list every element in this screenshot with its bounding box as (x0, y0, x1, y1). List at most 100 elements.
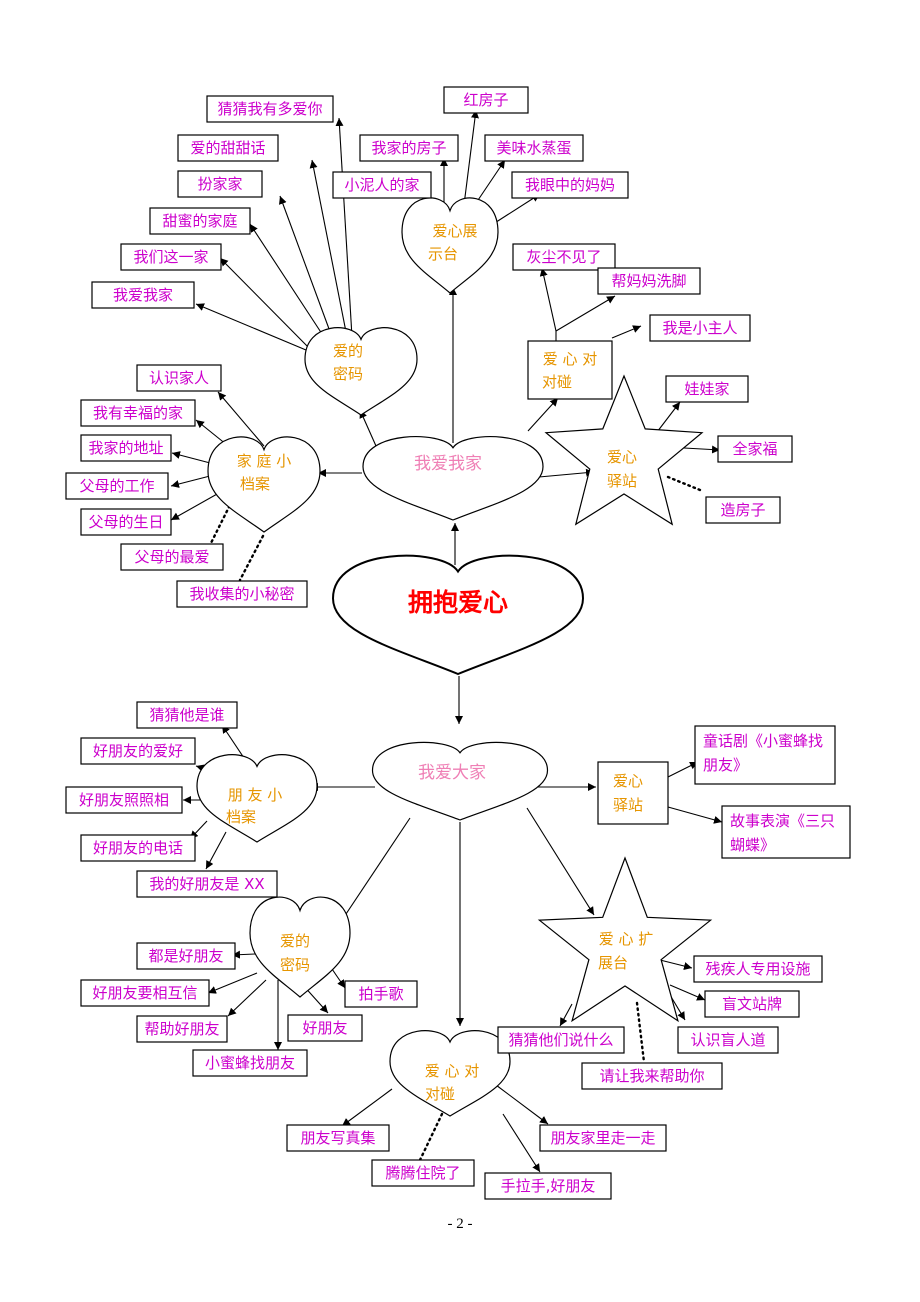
home-heart (362, 435, 544, 521)
box-home-dangan-4: 父母的工作 (65, 472, 169, 500)
edge-e-kuozhan-4 (559, 1003, 573, 1027)
box-home-mima-5: 我们这一家 (120, 243, 222, 271)
home-duipeng-label-1: 爱 心 对 (543, 350, 598, 368)
box-home-zhanshi-3-text: 美味水蒸蛋 (496, 139, 571, 157)
box-e-kuozhan-5-text: 请让我来帮助你 (599, 1067, 704, 1085)
box-e-duipeng-4: 手拉手,好朋友 (484, 1172, 612, 1200)
box-e-yizhan-1-text: 童话剧《小蜜蜂找 (703, 732, 823, 750)
box-home-dangan-6-text: 父母的最爱 (134, 548, 209, 566)
edge-mima-5 (219, 257, 313, 352)
edge-mima-3 (279, 195, 333, 338)
home-duipeng-box (527, 340, 613, 400)
box-e-kuozhan-2-text: 盲文站牌 (722, 995, 782, 1013)
box-e-duipeng-3: 腾腾住院了 (371, 1159, 475, 1187)
box-home-yizhan-2: 全家福 (717, 435, 793, 463)
box-e-kuozhan-4-text: 猜猜他们说什么 (508, 1031, 613, 1049)
everyone-dangan-heart (196, 754, 318, 843)
box-home-duipeng-3: 我是小主人 (649, 314, 751, 342)
box-e-yizhan-1-text: 朋友》 (703, 756, 748, 774)
everyone-heart (371, 741, 549, 821)
home-zhanshi-label-2: 示台 (428, 245, 458, 263)
box-e-mima-6: 拍手歌 (344, 980, 418, 1008)
box-home-zhanshi-2: 我家的房子 (359, 134, 459, 162)
edge-zhanshi-5 (489, 193, 541, 227)
edge-home-mima (359, 409, 377, 447)
box-home-duipeng-2: 帮妈妈洗脚 (597, 267, 701, 295)
box-e-dangan-2-text: 好朋友的爱好 (93, 742, 183, 760)
edge-e-duipeng-4 (502, 1113, 541, 1173)
box-e-kuozhan-3-text: 认识盲人道 (690, 1031, 765, 1049)
box-home-duipeng-1: 灰尘不见了 (512, 243, 616, 271)
home-mima-label-2: 密码 (333, 365, 363, 383)
edge-mima-1 (335, 117, 353, 338)
box-e-mima-2-text: 好朋友要相互信 (92, 984, 197, 1002)
box-e-kuozhan-1-text: 残疾人专用设施 (705, 960, 810, 978)
edge-e-kuozhan-1 (659, 959, 693, 970)
box-home-duipeng-2-text: 帮妈妈洗脚 (611, 272, 686, 290)
box-e-duipeng-1-text: 朋友写真集 (300, 1129, 375, 1147)
box-home-mima-1: 猜猜我有多爱你 (206, 95, 334, 123)
edge-yizhan-2 (683, 445, 721, 454)
home-zhanshi-label-1: 爱心展 (432, 222, 477, 240)
everyone-mima-heart (249, 896, 351, 998)
box-home-dangan-2-text: 我有幸福的家 (93, 404, 183, 422)
box-e-duipeng-2-text: 朋友家里走一走 (550, 1129, 655, 1147)
box-home-yizhan-3-text: 造房子 (720, 501, 765, 519)
box-home-zhanshi-1-text: 红房子 (463, 91, 508, 109)
everyone-mima-label-2: 密码 (280, 956, 310, 974)
everyone-yizhan-label-1: 爱心 (613, 772, 643, 790)
edge-duipeng-3 (611, 325, 642, 339)
home-zhanshi-heart (401, 197, 499, 294)
edge-yizhan-3 (666, 475, 702, 492)
box-home-dangan-5-text: 父母的生日 (88, 513, 163, 531)
edge-e-mima-2 (207, 972, 258, 994)
box-home-zhanshi-5-text: 我眼中的妈妈 (525, 176, 615, 194)
box-e-yizhan-2-text: 蝴蝶》 (730, 836, 775, 854)
box-home-yizhan-1: 娃娃家 (665, 375, 749, 403)
box-home-dangan-7-text: 我收集的小秘密 (189, 585, 294, 603)
home-mima-heart (304, 327, 418, 416)
box-home-mima-5-text: 我们这一家 (133, 248, 208, 266)
box-e-dangan-1: 猜猜他是谁 (136, 701, 238, 729)
box-home-dangan-5: 父母的生日 (80, 508, 172, 536)
everyone-yizhan-box (597, 761, 669, 825)
everyone-duipeng-label-1: 爱 心 对 (425, 1062, 480, 1080)
edge-home-dangan-7 (238, 534, 265, 582)
box-home-mima-3-text: 扮家家 (197, 175, 242, 193)
box-home-mima-2: 爱的甜甜话 (177, 134, 279, 162)
box-e-mima-1: 都是好朋友 (136, 942, 236, 970)
box-e-dangan-5: 我的好朋友是 XX (136, 870, 278, 898)
box-e-mima-3-text: 帮助好朋友 (144, 1020, 219, 1038)
everyone-yizhan-label-2: 驿站 (613, 796, 643, 814)
home-dangan-label-1: 家 庭 小 (237, 452, 292, 470)
box-e-dangan-2: 好朋友的爱好 (80, 737, 196, 765)
box-e-mima-5-text: 好朋友 (302, 1019, 347, 1037)
box-home-yizhan-1-text: 娃娃家 (684, 380, 729, 398)
edge-mima-4 (249, 223, 327, 341)
edge-everyone-mima (337, 817, 411, 927)
home-yizhan-label-2: 驿站 (607, 472, 637, 490)
edge-e-dangan-5 (205, 831, 227, 870)
home-title: 我爱我家 (414, 454, 482, 474)
edge-home-duipeng (527, 397, 559, 432)
everyone-kuozhan-star (537, 856, 713, 1023)
box-e-dangan-4-text: 好朋友的电话 (93, 839, 183, 857)
box-home-mima-4-text: 甜蜜的家庭 (162, 212, 237, 230)
box-home-zhanshi-1: 红房子 (443, 86, 529, 114)
box-home-zhanshi-2-text: 我家的房子 (371, 139, 446, 157)
edge-mima-2 (309, 159, 349, 343)
box-e-mima-4-text: 小蜜蜂找朋友 (205, 1054, 295, 1072)
box-home-mima-6-text: 我爱我家 (113, 286, 173, 304)
box-e-mima-4: 小蜜蜂找朋友 (192, 1049, 308, 1077)
edge-e-duipeng-1 (341, 1088, 393, 1127)
edge-mima-6 (195, 303, 307, 351)
box-e-duipeng-4-text: 手拉手,好朋友 (501, 1177, 596, 1195)
box-home-zhanshi-5: 我眼中的妈妈 (511, 171, 629, 199)
box-e-dangan-4: 好朋友的电话 (80, 834, 196, 862)
box-e-mima-5: 好朋友 (287, 1014, 363, 1042)
box-e-mima-2: 好朋友要相互信 (80, 979, 210, 1007)
edge-home-dangan-3 (171, 451, 215, 465)
edge-duipeng-2 (555, 295, 616, 332)
